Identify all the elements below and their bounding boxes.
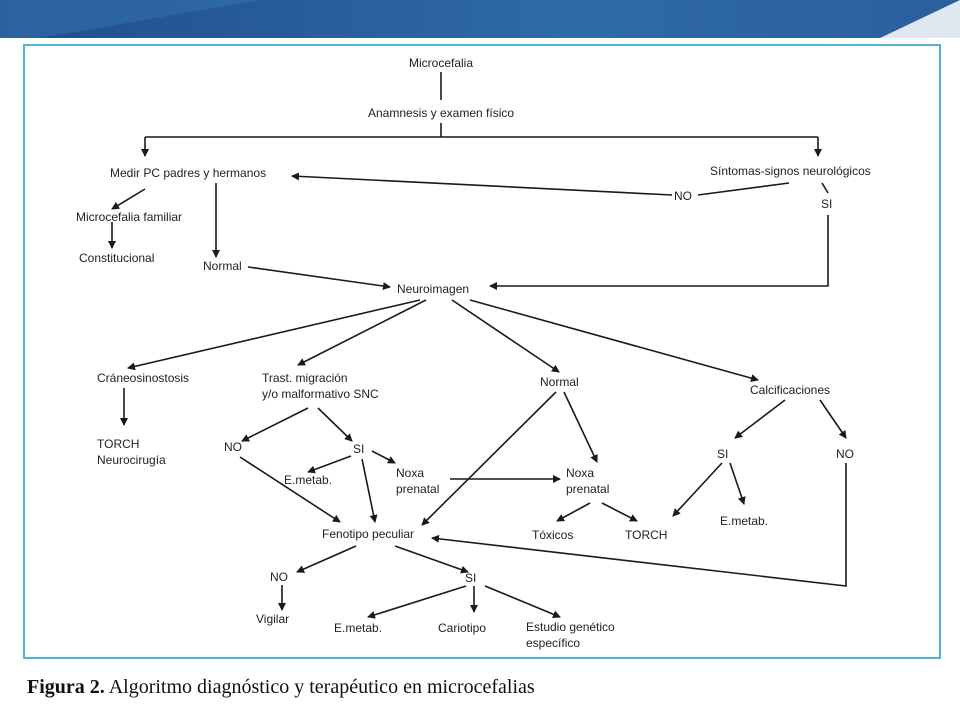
node-no-trast: NO <box>224 440 242 454</box>
node-emetab-calc: E.metab. <box>720 514 768 528</box>
node-anamnesis: Anamnesis y examen físico <box>368 106 514 120</box>
node-no-feno: NO <box>270 570 288 584</box>
node-torch-neurocirugia-2: Neurocirugía <box>97 453 166 467</box>
node-trast-migracion-1: Trast. migración <box>262 371 348 385</box>
node-normal-mid: Normal <box>540 375 579 389</box>
node-estudio-1: Estudio genético <box>526 620 615 634</box>
node-sintomas: Síntomas-signos neurológicos <box>710 164 871 178</box>
node-si-feno: SI <box>465 571 476 585</box>
node-toxicos: Tóxicos <box>532 528 573 542</box>
node-si-trast: SI <box>353 442 364 456</box>
node-noxa-left-2: prenatal <box>396 482 439 496</box>
node-torch-mid: TORCH <box>625 528 667 542</box>
node-calcificaciones: Calcificaciones <box>750 383 830 397</box>
diagram-frame <box>23 44 941 659</box>
node-no-top: NO <box>674 189 692 203</box>
node-vigilar: Vigilar <box>256 612 289 626</box>
node-noxa-right-1: Noxa <box>566 466 594 480</box>
caption-label: Figura 2. <box>27 676 105 698</box>
node-si-top: SI <box>821 197 832 211</box>
node-cariotipo: Cariotipo <box>438 621 486 635</box>
node-si-calc: SI <box>717 447 728 461</box>
node-torch-neurocirugia-1: TORCH <box>97 437 139 451</box>
node-microcefalia: Microcefalia <box>409 56 473 70</box>
node-microcefalia-familiar: Microcefalia familiar <box>76 210 182 224</box>
node-noxa-right-2: prenatal <box>566 482 609 496</box>
node-labels: Microcefalia Anamnesis y examen físico M… <box>76 56 871 650</box>
figure-caption: Figura 2. Algoritmo diagnóstico y terapé… <box>27 676 535 699</box>
node-constitucional: Constitucional <box>79 251 154 265</box>
node-neuroimagen: Neuroimagen <box>397 282 469 296</box>
node-no-calc: NO <box>836 447 854 461</box>
caption-text: Algoritmo diagnóstico y terapéutico en m… <box>108 676 535 698</box>
node-emetab-feno: E.metab. <box>334 621 382 635</box>
node-medir-pc: Medir PC padres y hermanos <box>110 166 266 180</box>
node-trast-migracion-2: y/o malformativo SNC <box>262 387 379 401</box>
node-craneosinostosis: Cráneosinostosis <box>97 371 189 385</box>
node-noxa-left-1: Noxa <box>396 466 424 480</box>
node-normal-left: Normal <box>203 259 242 273</box>
header-banner <box>0 0 960 38</box>
edges <box>108 72 847 619</box>
node-estudio-2: específico <box>526 636 580 650</box>
node-emetab-trast: E.metab. <box>284 473 332 487</box>
node-fenotipo: Fenotipo peculiar <box>322 527 414 541</box>
